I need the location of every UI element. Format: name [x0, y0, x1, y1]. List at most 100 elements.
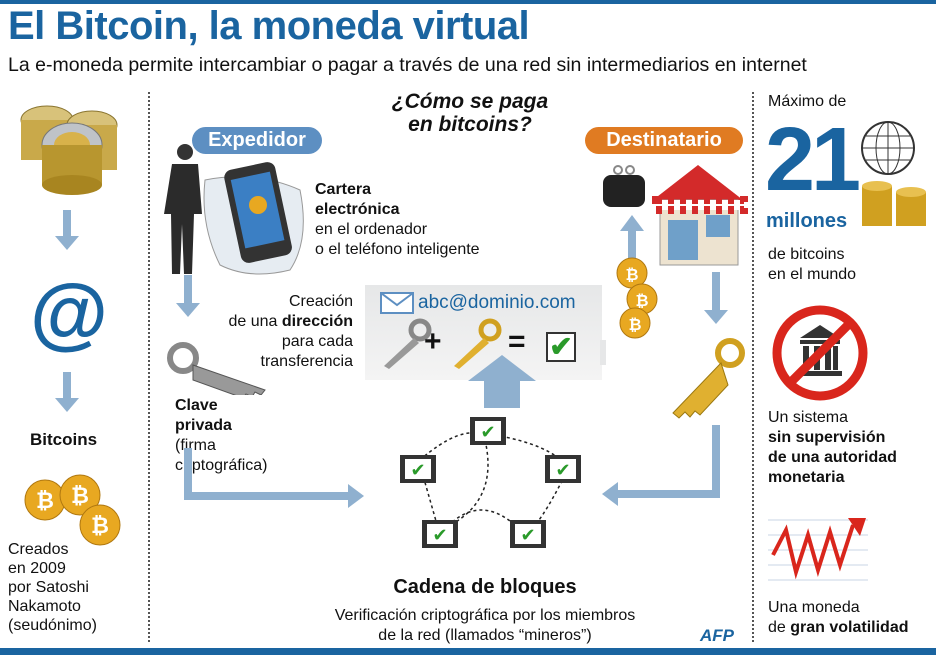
volatility-line: Una moneda [768, 599, 860, 616]
supervision-bold: monetaria [768, 469, 845, 486]
supervision-bold: de una autoridad [768, 449, 897, 466]
address-bold: dirección [281, 313, 353, 330]
divider-right [752, 92, 754, 642]
bitcoins-world-line: de bitcoins [768, 246, 845, 263]
svg-text:✔: ✔ [520, 525, 535, 545]
email-address: abc@dominio.com [418, 292, 576, 313]
arrow-line [618, 490, 720, 498]
key-label: privada [175, 417, 232, 434]
afp-logo: AFP [700, 626, 734, 645]
max-number: 21 [765, 110, 861, 210]
address-line: Creación [288, 293, 353, 310]
divider-left [148, 92, 150, 642]
bitcoins-world-line: en el mundo [768, 266, 857, 283]
bottom-bar [0, 648, 936, 655]
address-line: para cada [281, 333, 353, 350]
bitcoin-coins-icon: ₿ ₿ ₿ [24, 474, 121, 546]
created-info: Creados en 2009 por Satoshi Nakamoto (se… [8, 540, 97, 635]
max-label: Máximo de [768, 93, 847, 110]
millions-label: millones [766, 210, 848, 232]
connector [600, 340, 606, 365]
private-key-text: Clave privada (firma criptográfica) [175, 396, 267, 476]
euro-coins-icon [20, 105, 118, 195]
svg-text:₿: ₿ [635, 292, 648, 310]
wallet-label: Cartera [315, 181, 372, 198]
at-icon: @ [30, 268, 109, 357]
checkmark-icon: ✔ [546, 332, 576, 362]
wallet-description: Cartera electrónica en el ordenador o el… [315, 180, 480, 260]
svg-text:₿: ₿ [36, 488, 54, 513]
address-creation-text: Creación de una dirección para cada tran… [190, 292, 353, 372]
address-line: de una [228, 313, 282, 330]
arrow-head [55, 398, 79, 412]
keys-equation-icons [384, 318, 502, 369]
bitcoin-coins-stack-icon: ₿ ₿ ₿ [616, 257, 658, 339]
sender-pill: Expedidor [192, 127, 322, 154]
supervision-bold: sin supervisión [768, 429, 886, 446]
volatility-bold: gran volatilidad [790, 619, 909, 636]
heading-line: ¿Cómo se paga [391, 90, 549, 113]
svg-text:✔: ✔ [480, 422, 495, 442]
arrow-head [704, 310, 728, 324]
bitcoins-label: Bitcoins [30, 430, 98, 449]
volatility-line: de [768, 619, 791, 636]
arrow-line [184, 448, 192, 496]
no-bank-icon [772, 305, 868, 401]
arrow-head [620, 215, 644, 231]
blockchain-line: Verificación criptográfica por los miemb… [334, 607, 636, 624]
volatility-chart-icon [768, 518, 868, 581]
blockchain-network-icon: ✔ ✔ ✔ ✔ ✔ [400, 417, 581, 548]
arrow-line [184, 492, 349, 500]
coin-stacks-icon [862, 181, 926, 226]
no-supervision-text: Un sistema sin supervisión de una autori… [768, 408, 897, 488]
arrow-head [348, 484, 364, 508]
receiver-pill: Destinatario [585, 127, 743, 154]
svg-text:₿: ₿ [71, 483, 89, 508]
page-subtitle: La e-moneda permite intercambiar o pagar… [8, 54, 807, 76]
blockchain-description: Verificación criptográfica por los miemb… [280, 606, 690, 646]
how-to-pay-heading: ¿Cómo se paga en bitcoins? [370, 90, 570, 136]
wallet-line: en el ordenador [315, 221, 428, 238]
svg-text:✔: ✔ [410, 460, 425, 480]
supervision-line: Un sistema [768, 409, 849, 426]
plus-sign: + [424, 325, 442, 358]
created-line: (seudónimo) [8, 617, 97, 634]
arrow-down [712, 272, 720, 312]
wallet-label: electrónica [315, 201, 400, 218]
created-line: por Satoshi [8, 579, 89, 596]
equals-sign: = [508, 325, 526, 358]
blockchain-line: de la red (llamados “mineros”) [378, 627, 592, 644]
svg-text:₿: ₿ [628, 316, 641, 334]
arrow-up [628, 230, 636, 265]
heading-line: en bitcoins? [408, 113, 532, 136]
page-title: El Bitcoin, la moneda virtual [8, 4, 530, 48]
arrow-head [602, 482, 618, 506]
purse-and-shop-icon [603, 165, 748, 266]
created-line: Creados [8, 541, 69, 558]
private-key-icon [167, 342, 266, 395]
svg-text:✔: ✔ [555, 460, 570, 480]
arrow-up-stem [484, 378, 520, 408]
svg-text:✔: ✔ [432, 525, 447, 545]
key-label: Clave [175, 397, 218, 414]
globe-icon [861, 121, 915, 175]
envelope-icon [380, 292, 414, 314]
arrow-head [55, 236, 79, 250]
top-bar [0, 0, 936, 4]
person-with-phone-icon [164, 144, 304, 275]
blockchain-title: Cadena de bloques [393, 576, 577, 598]
arrow-line [712, 425, 720, 497]
arrow-down [63, 210, 71, 240]
created-line: en 2009 [8, 560, 66, 577]
arrow-down [63, 372, 71, 402]
address-line: transferencia [260, 353, 354, 370]
arrow-head [176, 303, 200, 317]
created-line: Nakamoto [8, 598, 81, 615]
svg-text:₿: ₿ [625, 266, 638, 284]
public-key-icon [672, 338, 745, 419]
arrow-up-head [468, 355, 536, 381]
svg-text:₿: ₿ [91, 513, 109, 538]
arrow-down [184, 275, 192, 305]
volatility-text: Una moneda de gran volatilidad [768, 598, 909, 638]
bitcoins-world-text: de bitcoins en el mundo [768, 245, 856, 285]
